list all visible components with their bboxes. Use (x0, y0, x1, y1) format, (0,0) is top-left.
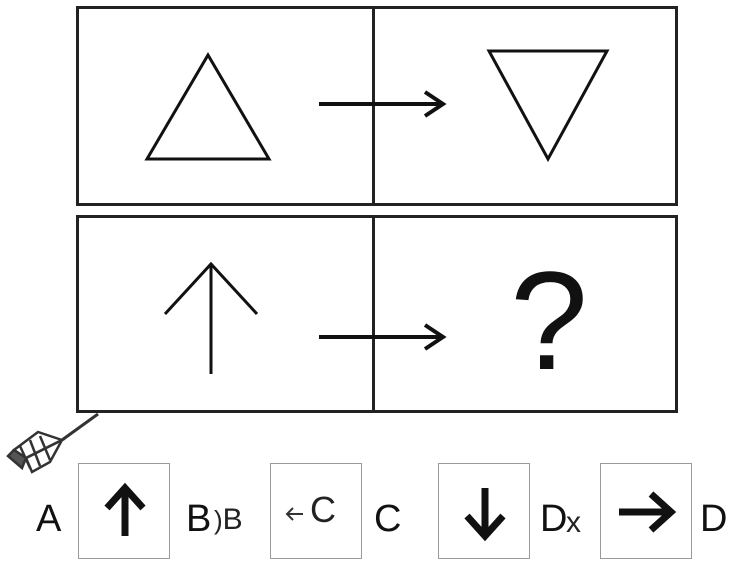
thin-up-arrow (163, 261, 259, 374)
bold-right-arrow-icon (619, 491, 677, 533)
handwritten-b-mark: )B (214, 503, 243, 536)
transform-arrow (319, 90, 447, 118)
bold-up-arrow-icon (104, 482, 146, 536)
arrow-fletching-icon (6, 412, 99, 474)
question-mark: ? (510, 242, 588, 399)
option-a-label: A (36, 498, 62, 540)
option-a[interactable] (78, 463, 170, 559)
transform-arrow (319, 323, 447, 351)
handwritten-x-mark: x (566, 506, 581, 539)
example-panel (76, 6, 678, 206)
option-b[interactable]: C (270, 463, 362, 559)
option-b-label: B (186, 498, 212, 540)
option-c[interactable] (438, 463, 530, 559)
panel-divider (372, 218, 375, 410)
question-panel: ? (76, 215, 678, 413)
option-d-label: D (540, 498, 568, 540)
small-left-arrow-icon (285, 507, 303, 521)
upright-triangle (144, 52, 272, 161)
option-d[interactable] (600, 463, 692, 559)
option-c-label: C (374, 498, 402, 540)
bold-down-arrow-icon (464, 488, 506, 542)
option-d-trailing-label: D (700, 498, 728, 540)
option-b-letter-c: C (310, 489, 336, 530)
inverted-triangle (486, 49, 610, 163)
